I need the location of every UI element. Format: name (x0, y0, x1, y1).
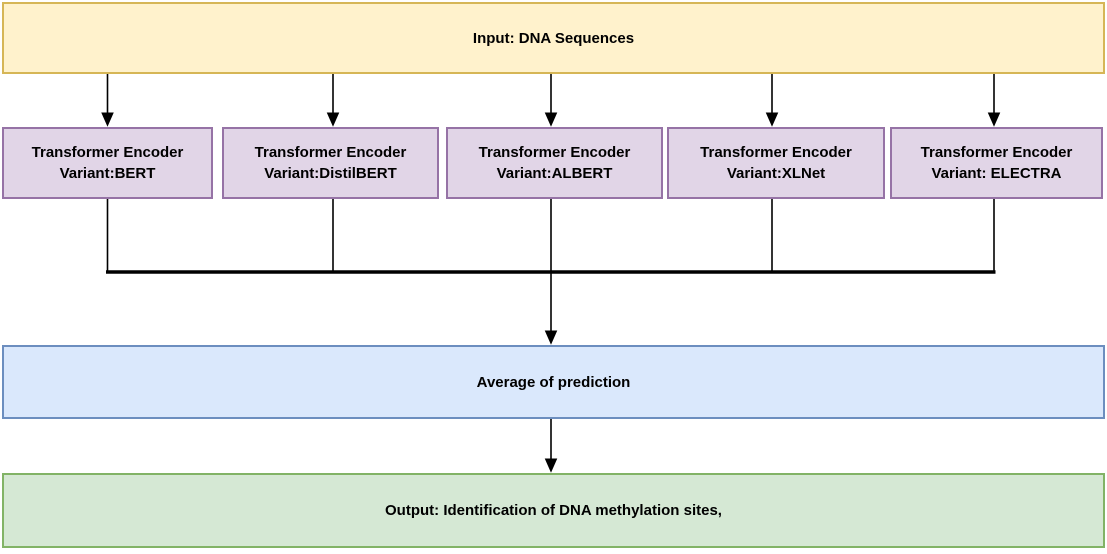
input-box-label: Input: DNA Sequences (472, 29, 635, 47)
encoder-box-distilbert: Transformer Encoder Variant:DistilBERT (222, 127, 439, 199)
encoder-box-xlnet: Transformer Encoder Variant:XLNet (667, 127, 885, 199)
encoder-electra-line1: Transformer Encoder (920, 144, 1073, 161)
encoder-distilbert-line2: Variant:DistilBERT (264, 165, 397, 182)
average-box: Average of prediction (2, 345, 1105, 419)
input-box: Input: DNA Sequences (2, 2, 1105, 74)
encoder-bert-line1: Transformer Encoder (31, 144, 184, 161)
encoder-box-bert: Transformer Encoder Variant:BERT (2, 127, 213, 199)
encoder-box-electra: Transformer Encoder Variant: ELECTRA (890, 127, 1103, 199)
encoder-albert-line2: Variant:ALBERT (496, 165, 613, 182)
encoder-box-albert: Transformer Encoder Variant:ALBERT (446, 127, 663, 199)
encoder-albert-line1: Transformer Encoder (478, 144, 631, 161)
output-box-label: Output: Identification of DNA methylatio… (385, 502, 722, 519)
average-box-label: Average of prediction (476, 373, 631, 391)
encoder-xlnet-line2: Variant:XLNet (726, 165, 826, 182)
encoder-distilbert-line1: Transformer Encoder (254, 144, 407, 161)
encoder-electra-line2: Variant: ELECTRA (931, 165, 1062, 182)
encoder-xlnet-line1: Transformer Encoder (700, 144, 852, 161)
encoder-bert-line2: Variant:BERT (59, 165, 156, 182)
output-box: Output: Identification of DNA methylatio… (2, 473, 1105, 548)
